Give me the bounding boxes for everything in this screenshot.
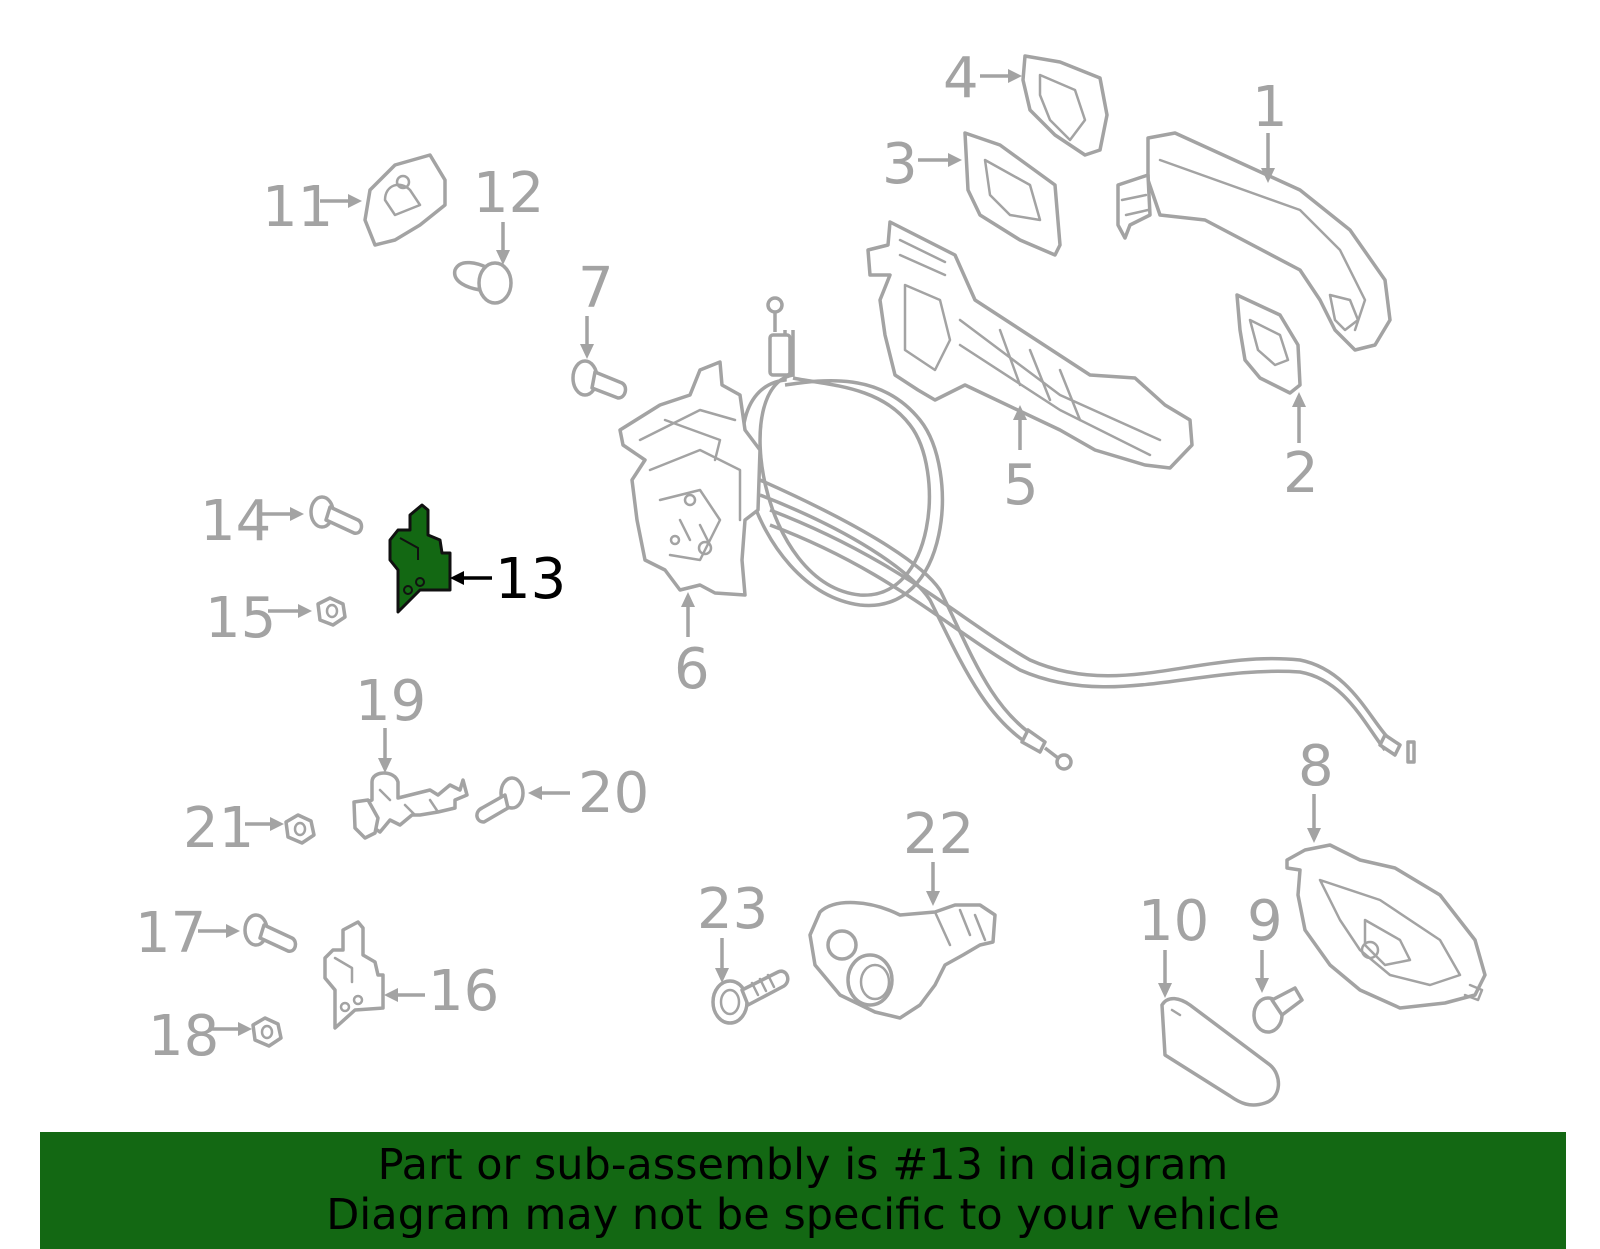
callout-17: 17 xyxy=(135,901,240,966)
callout-1: 1 xyxy=(1252,75,1288,183)
part-22-lock-cylinder[interactable] xyxy=(808,900,997,1020)
part-5-handle-frame[interactable] xyxy=(866,220,1194,470)
callout-5-label: 5 xyxy=(1003,453,1039,518)
callout-19-label: 19 xyxy=(355,669,426,734)
callout-12-label: 12 xyxy=(473,161,544,226)
info-banner: Part or sub-assembly is #13 in diagram D… xyxy=(40,1132,1566,1249)
part-17-bolt[interactable] xyxy=(243,913,298,953)
callout-1-label: 1 xyxy=(1252,75,1288,140)
part-15-nut[interactable] xyxy=(316,596,347,627)
callout-15: 15 xyxy=(205,586,312,651)
callout-14-label: 14 xyxy=(200,489,271,554)
callout-4-label: 4 xyxy=(943,46,979,111)
callout-14: 14 xyxy=(200,489,304,554)
part-18-nut[interactable] xyxy=(251,1016,283,1048)
part-13-bracket-highlighted[interactable] xyxy=(388,503,452,614)
callout-15-label: 15 xyxy=(205,586,276,651)
callout-12: 12 xyxy=(473,161,544,265)
callout-20: 20 xyxy=(528,761,649,826)
part-23-bolt[interactable] xyxy=(711,969,790,1025)
part-19-door-check[interactable] xyxy=(352,771,469,840)
callout-3-label: 3 xyxy=(882,132,918,197)
callout-10: 10 xyxy=(1138,889,1209,998)
callout-17-label: 17 xyxy=(135,901,206,966)
part-20-bolt[interactable] xyxy=(475,776,525,824)
callout-5: 5 xyxy=(1003,405,1039,518)
part-16-bracket[interactable] xyxy=(323,920,385,1030)
part-21-nut[interactable] xyxy=(284,813,316,845)
callout-19: 19 xyxy=(355,669,426,773)
callout-3: 3 xyxy=(882,132,962,197)
part-4-cap[interactable] xyxy=(1021,54,1109,157)
part-3-gasket[interactable] xyxy=(963,131,1062,257)
callout-9-label: 9 xyxy=(1247,889,1283,954)
part-10-trim-cover[interactable] xyxy=(1160,996,1281,1107)
part-14-bolt[interactable] xyxy=(309,495,364,535)
callout-16: 16 xyxy=(384,959,499,1024)
callout-6: 6 xyxy=(674,592,710,702)
callout-16-label: 16 xyxy=(428,959,499,1024)
callout-2: 2 xyxy=(1283,392,1319,506)
banner-line-2: Diagram may not be specific to your vehi… xyxy=(326,1190,1280,1240)
callout-11-label: 11 xyxy=(262,175,333,240)
callout-23-label: 23 xyxy=(697,877,768,942)
callout-18: 18 xyxy=(148,1004,252,1069)
banner-line-1: Part or sub-assembly is #13 in diagram xyxy=(377,1140,1229,1190)
part-2-escutcheon[interactable] xyxy=(1235,293,1302,395)
part-9-clip[interactable] xyxy=(1252,986,1304,1034)
callout-13-label: 13 xyxy=(495,547,566,612)
callout-9: 9 xyxy=(1247,889,1283,993)
callout-22-label: 22 xyxy=(903,802,974,867)
callout-18-label: 18 xyxy=(148,1004,219,1069)
callout-8-label: 8 xyxy=(1298,734,1334,799)
part-7-screw[interactable] xyxy=(571,359,628,400)
callout-8: 8 xyxy=(1298,734,1334,843)
callout-22: 22 xyxy=(903,802,974,906)
door-lock-cables xyxy=(740,296,1416,771)
callout-7: 7 xyxy=(578,256,614,359)
callout-11: 11 xyxy=(262,175,362,240)
part-6-lock-actuator[interactable] xyxy=(618,360,762,597)
callout-7-label: 7 xyxy=(578,256,614,321)
callout-20-label: 20 xyxy=(578,761,649,826)
part-12-plug[interactable] xyxy=(452,260,513,305)
callout-4: 4 xyxy=(943,46,1022,111)
callout-2-label: 2 xyxy=(1283,441,1319,506)
callout-6-label: 6 xyxy=(674,637,710,702)
callout-23: 23 xyxy=(697,877,768,983)
callout-10-label: 10 xyxy=(1138,889,1209,954)
callout-13: 13 xyxy=(450,547,566,612)
callout-21: 21 xyxy=(183,796,284,861)
part-8-inside-handle[interactable] xyxy=(1285,843,1487,1010)
callout-21-label: 21 xyxy=(183,796,254,861)
part-11-striker-plate[interactable] xyxy=(363,153,447,247)
part-1-outside-handle[interactable] xyxy=(1116,131,1392,352)
